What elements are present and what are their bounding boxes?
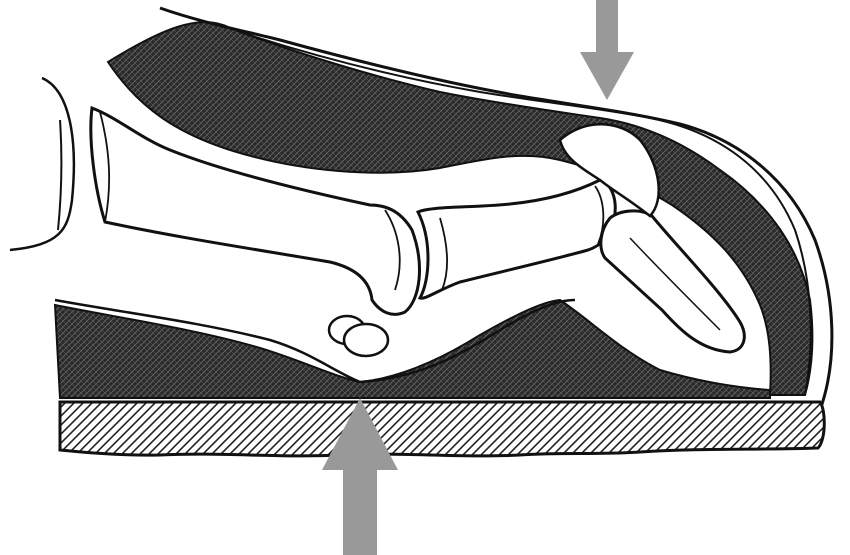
arrow-down-icon xyxy=(580,0,634,100)
left-section-line-2 xyxy=(58,120,61,230)
floor-surface xyxy=(60,402,824,456)
left-section-line xyxy=(10,78,74,250)
lower-soft-tissue xyxy=(55,300,770,398)
sesamoid-bone-2 xyxy=(344,324,388,356)
proximal-phalanx xyxy=(418,180,615,298)
